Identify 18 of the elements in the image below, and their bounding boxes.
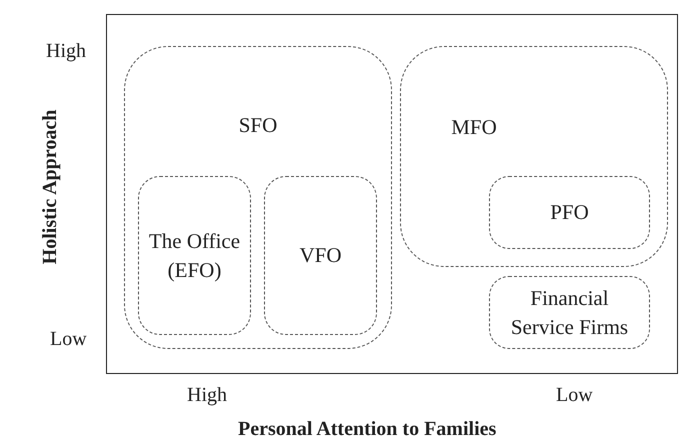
dotted-rounded-box: [400, 46, 668, 267]
dotted-rounded-box: [138, 176, 251, 335]
axis-title: Holistic Approach: [38, 108, 62, 266]
box-label: MFO: [451, 114, 497, 140]
axis-title: Personal Attention to Families: [238, 417, 496, 439]
dotted-rounded-box: [264, 176, 377, 335]
axis-tick-label: High: [46, 39, 86, 64]
dotted-rounded-box: [489, 176, 650, 249]
box-label: Financial Service Firms: [510, 284, 630, 340]
dotted-rounded-box: [489, 276, 650, 349]
box-label: VFO: [298, 242, 342, 269]
box-label: PFO: [549, 199, 590, 226]
axis-tick-label: High: [187, 383, 227, 408]
box-label: The Office (EFO): [148, 228, 242, 284]
axis-tick-label: Low: [50, 327, 87, 352]
box-label: SFO: [238, 112, 278, 138]
dotted-rounded-box: [124, 46, 392, 349]
axis-tick-label: Low: [556, 383, 593, 408]
